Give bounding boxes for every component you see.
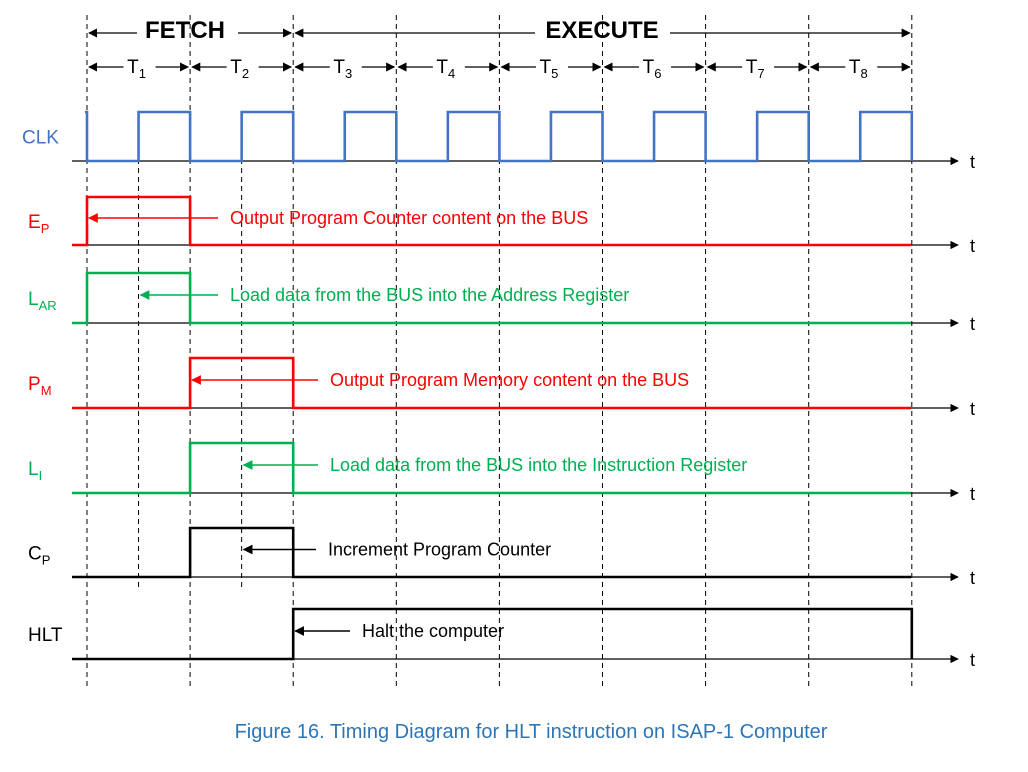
annotation-li: Load data from the BUS into the Instruct… [330, 455, 747, 475]
waveform-cp [72, 526, 911, 579]
t-state-label: T1 [127, 57, 146, 81]
signal-label-main: L [28, 289, 39, 310]
signal-label-clk: CLK [22, 128, 59, 149]
signal-label-lar: LAR [28, 289, 57, 313]
t-state-sub: 8 [860, 66, 867, 81]
time-axis-label: t [970, 314, 975, 334]
waveform-lar [72, 271, 911, 325]
t-state-label: T8 [849, 57, 868, 81]
t-state-label: T7 [746, 57, 765, 81]
t-state-sub: 4 [448, 66, 455, 81]
signal-label-sub: P [41, 221, 50, 236]
annotation-cp: Increment Program Counter [328, 540, 551, 560]
phase-execute-label: EXECUTE [545, 17, 658, 44]
waveform-pm [72, 356, 911, 410]
waveform-clk [85, 110, 914, 163]
signal-label-sub: I [39, 468, 43, 483]
time-axis-label: t [970, 236, 975, 256]
signal-label-li: LI [28, 459, 42, 483]
signal-lar: LAR t Load data from the BUS into the Addr… [28, 271, 975, 334]
t-state-main: T [333, 57, 345, 78]
t-state-main: T [230, 57, 242, 78]
waveform-ep [72, 195, 911, 247]
signal-label-cp: CP [28, 544, 50, 568]
signal-label-hlt: HLT [28, 625, 63, 646]
t-state-main: T [746, 57, 758, 78]
phase-fetch-label: FETCH [145, 17, 225, 44]
t-state-main: T [127, 57, 139, 78]
signal-hlt: HLT t Halt the computer [28, 607, 975, 670]
signal-label-main: E [28, 212, 41, 233]
t-state-main: T [540, 57, 552, 78]
annotation-ep: Output Program Counter content on the BU… [230, 208, 588, 228]
time-axis-label: t [970, 484, 975, 504]
t-state-label: T4 [436, 57, 455, 81]
signal-clk: CLK t [22, 110, 975, 172]
phase-header: FETCH EXECUTE [88, 17, 911, 44]
signal-label-sub: M [41, 383, 52, 398]
t-state-label: T5 [540, 57, 559, 81]
t-state-label: T6 [643, 57, 662, 81]
signal-label-main: HLT [28, 625, 63, 646]
time-axis-label: t [970, 650, 975, 670]
time-axis-label: t [970, 568, 975, 588]
signal-label-main: P [28, 374, 41, 395]
t-state-sub: 3 [345, 66, 352, 81]
t-state-sub: 7 [757, 66, 764, 81]
figure-caption: Figure 16. Timing Diagram for HLT instru… [235, 721, 828, 743]
annotation-lar: Load data from the BUS into the Address … [230, 285, 629, 305]
signal-label-sub: P [42, 553, 51, 568]
time-axis-label: t [970, 152, 975, 172]
annotation-hlt: Halt the computer [362, 621, 504, 641]
t-state-main: T [436, 57, 448, 78]
t-state-sub: 1 [139, 66, 146, 81]
t-state-sub: 5 [551, 66, 558, 81]
signal-label-ep: EP [28, 212, 49, 236]
t-state-main: T [849, 57, 861, 78]
waveform-hlt [72, 607, 914, 661]
annotation-pm: Output Program Memory content on the BUS [330, 370, 689, 390]
signal-label-main: C [28, 544, 42, 565]
t-state-label: T3 [333, 57, 352, 81]
t-state-main: T [643, 57, 655, 78]
waveform-li [72, 441, 911, 495]
signal-label-main: L [28, 459, 39, 480]
t-state-sub: 2 [242, 66, 249, 81]
t-state-label: T2 [230, 57, 249, 81]
signal-label-pm: PM [28, 374, 52, 398]
time-axis-label: t [970, 399, 975, 419]
signal-label-sub: AR [39, 298, 57, 313]
signal-label-main: CLK [22, 128, 59, 149]
t-state-sub: 6 [654, 66, 661, 81]
